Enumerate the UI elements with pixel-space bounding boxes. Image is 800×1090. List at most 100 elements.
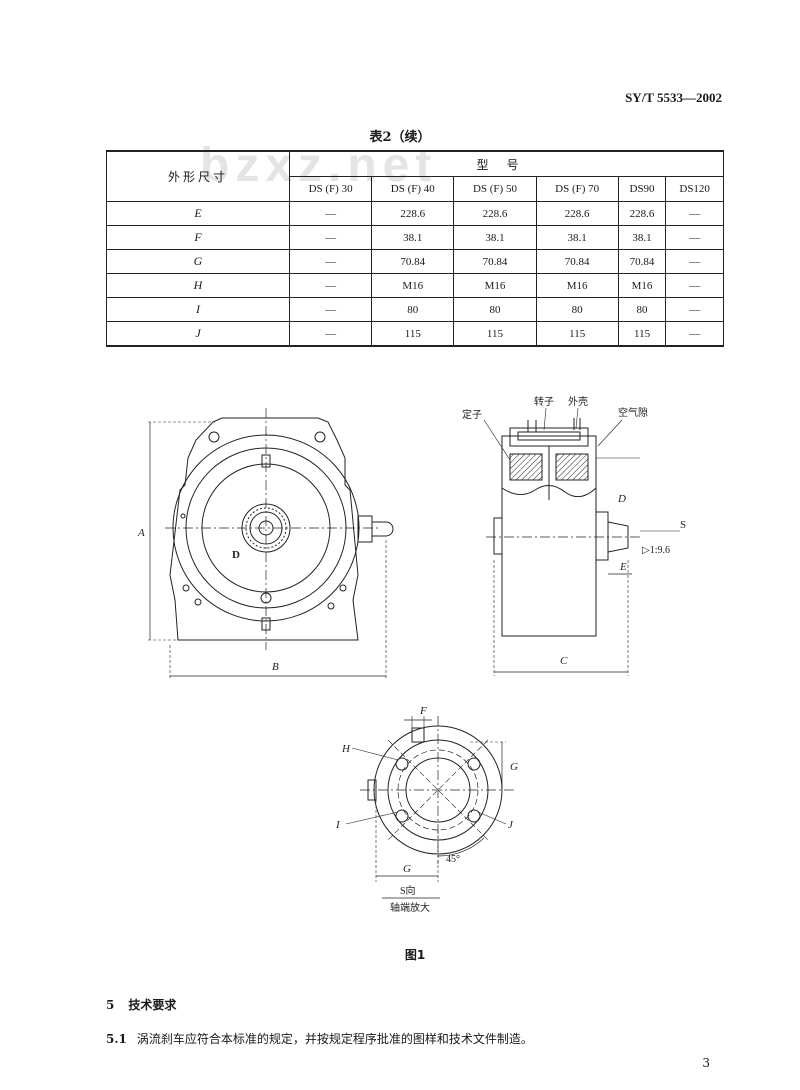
table-cell: 80 [617, 297, 667, 322]
label-g-horizontal: G [403, 863, 411, 875]
page-number: 3 [702, 1056, 710, 1070]
clause-number: 5.1 [106, 1032, 127, 1046]
model-header: DS (F) 50 [453, 176, 537, 202]
bolt-hole [395, 809, 409, 823]
h-leader [351, 747, 399, 761]
lift-hole-left [208, 431, 220, 443]
bolt-hole [467, 809, 481, 823]
stator-coil-left [509, 453, 543, 481]
row-label: J [106, 321, 290, 347]
label-stator: 定子 [462, 408, 482, 421]
label-angle: 45° [446, 854, 460, 865]
label-i: I [335, 819, 341, 831]
table-cell: — [288, 273, 373, 298]
label-air-gap: 空气隙 [618, 406, 648, 419]
section-number: 5 [106, 998, 115, 1012]
keyway [411, 727, 425, 743]
diagonal-2 [387, 739, 489, 841]
table-cell: — [665, 297, 724, 322]
label-j: J [508, 819, 514, 831]
angle-arc [437, 837, 485, 857]
hub-right [595, 511, 609, 561]
table-cell: — [288, 321, 373, 347]
shaft-left [493, 517, 503, 555]
label-housing: 外壳 [568, 395, 588, 408]
table-cell: 80 [535, 297, 619, 322]
section-title: 技术要求 [128, 998, 177, 1012]
frame-hole [180, 513, 186, 519]
corner-label: 外形尺寸 [106, 150, 290, 202]
stator-coil-right [555, 453, 589, 481]
model-header: DS120 [665, 176, 724, 202]
table-cell: 115 [453, 321, 537, 347]
rotor-top [509, 427, 589, 447]
row-label: F [106, 225, 290, 250]
stator-leader [483, 419, 511, 461]
figure-caption: 图1 [404, 948, 426, 962]
label-s: S [680, 519, 686, 531]
label-e: E [619, 561, 627, 573]
table-cell: 115 [371, 321, 455, 347]
housing-leader [575, 407, 579, 429]
diagonal-1 [387, 739, 489, 841]
airgap-leader [597, 419, 623, 447]
table-cell: — [288, 225, 373, 250]
clause-text: 涡流刹车应符合本标准的规定，并按规定程序批准的图样和技术文件制造。 [136, 1032, 533, 1046]
label-taper: ▷1:9.6 [642, 545, 670, 556]
label-h: H [341, 743, 351, 755]
label-b: B [272, 661, 279, 673]
table-cell: 70.84 [617, 249, 667, 274]
lift-hole-right [314, 431, 326, 443]
section-heading: 5 技术要求 [106, 996, 176, 1013]
bolt-hole [395, 757, 409, 771]
taper-shaft [607, 521, 629, 553]
row-label: I [106, 297, 290, 322]
view-title: S向 [400, 884, 416, 897]
table-cell: 70.84 [371, 249, 455, 274]
table-cell: 80 [453, 297, 537, 322]
standard-code: SY/T 5533—2002 [625, 90, 722, 105]
clause-5-1: 5.1 涡流刹车应符合本标准的规定，并按规定程序批准的图样和技术文件制造。 [106, 1030, 533, 1047]
label-g-vertical: G [510, 761, 518, 773]
table-cell: M16 [453, 273, 537, 298]
frame-hole [339, 584, 347, 592]
table-cell: 80 [371, 297, 455, 322]
table-cell: M16 [535, 273, 619, 298]
table-cell: M16 [371, 273, 455, 298]
row-label: E [106, 201, 290, 226]
j-leader [477, 811, 507, 825]
s-direction-view [345, 716, 516, 899]
label-rotor: 转子 [534, 395, 554, 408]
frame-hole [194, 598, 202, 606]
table-cell: — [665, 201, 724, 226]
side-section-view [483, 407, 680, 676]
rotor-leader [543, 407, 547, 431]
rotor-slot [517, 431, 581, 441]
view-subtitle: 轴端放大 [390, 901, 430, 914]
frame-hole [182, 584, 190, 592]
model-header: DS90 [617, 176, 667, 202]
table-cell: — [288, 297, 373, 322]
break-line [501, 485, 597, 498]
side-connector-cap [372, 521, 394, 537]
table-cell: 228.6 [371, 201, 455, 226]
table-cell: — [665, 225, 724, 250]
i-leader [345, 811, 399, 825]
table-cell: 115 [535, 321, 619, 347]
table-cell: 115 [617, 321, 667, 347]
label-c: C [560, 655, 568, 667]
table-cell: — [288, 249, 373, 274]
table-cell: — [665, 273, 724, 298]
front-frame [169, 417, 359, 641]
label-d-front: D [232, 549, 240, 561]
label-a: A [137, 527, 145, 539]
table-cell: 38.1 [453, 225, 537, 250]
